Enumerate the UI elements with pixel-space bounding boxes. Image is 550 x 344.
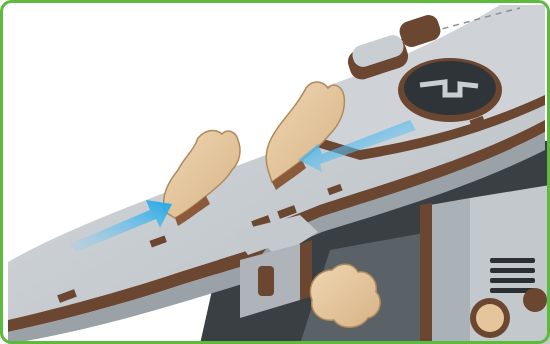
- inner-panel-1: [430, 198, 470, 344]
- brace-cutout: [258, 266, 274, 296]
- hatch-opening: [404, 61, 496, 115]
- panel-edge: [420, 203, 432, 344]
- round-peg-1-face: [476, 304, 504, 332]
- round-peg-2: [523, 288, 547, 312]
